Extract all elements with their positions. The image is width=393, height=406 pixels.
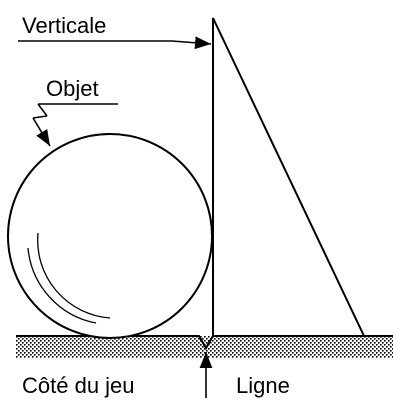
- vertical-square: [212, 17, 366, 337]
- vertical-callout: Verticale: [18, 13, 212, 50]
- ball: [7, 133, 213, 339]
- ball-outline: [7, 133, 213, 339]
- ball-highlight-outer: [37, 232, 111, 319]
- vertical-arrow: [171, 36, 212, 50]
- line-label: Ligne: [236, 373, 290, 398]
- ball-highlight-inner: [27, 247, 97, 324]
- ground: [16, 335, 393, 358]
- object-leader-segment-a: [37, 103, 48, 117]
- game-side-label: Côté du jeu: [22, 373, 135, 398]
- object-label: Objet: [46, 76, 99, 101]
- object-callout: Objet: [32, 76, 118, 147]
- object-arrow: [32, 117, 51, 147]
- object-leader-segment-b: [32, 115, 48, 119]
- vertical-label: Verticale: [22, 13, 106, 38]
